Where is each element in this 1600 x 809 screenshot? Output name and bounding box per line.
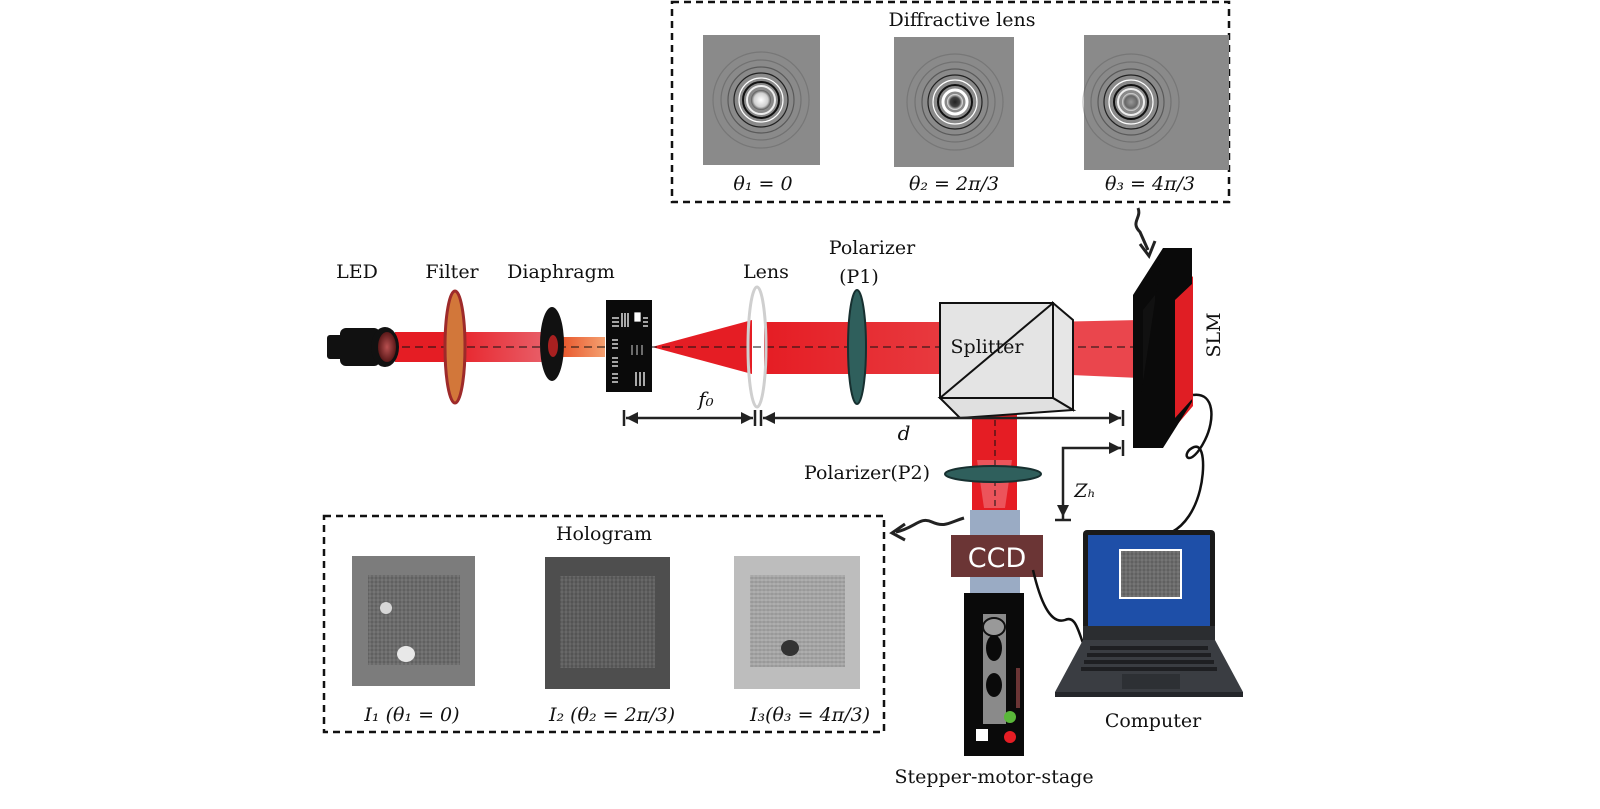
f0-dimension [622, 410, 757, 426]
slm-label: SLM [1203, 312, 1225, 357]
stepper-motor-stage [964, 593, 1024, 756]
hologram-panel: Hologram I₁ (θ₁ = 0) I₂ (θ₂ = 2π/3) I₃(θ… [322, 514, 886, 734]
resolution-target [606, 300, 652, 392]
lens-center-mid [1122, 93, 1140, 111]
diffractive-lens-label-2: θ₂ = 2π/3 [909, 173, 999, 195]
polarizer-p1-label-line2: (P1) [839, 266, 879, 288]
polarizer-p2-label: Polarizer(P2) [804, 462, 930, 484]
led-label: LED [336, 261, 378, 283]
hologram-label-3: I₃(θ₃ = 4π/3) [749, 704, 870, 726]
green-indicator-icon [1004, 711, 1016, 723]
ccd-camera [951, 510, 1043, 593]
arrowhead-icon [889, 522, 906, 542]
diffractive-lens-label-3: θ₃ = 4π/3 [1105, 173, 1195, 195]
computer-laptop [1055, 530, 1243, 697]
diffractive-lens-panel: Diffractive lens θ₁ = 0 [670, 0, 1231, 204]
f0-label: f₀ [696, 387, 713, 411]
led-source [327, 327, 399, 367]
zh-dimension [1055, 440, 1125, 522]
splitter-label: Splitter [951, 336, 1025, 358]
beam-splitter [937, 300, 1077, 420]
ccd-to-hologram-arrow [895, 516, 965, 534]
lens-label: Lens [743, 261, 789, 283]
filter-label: Filter [425, 261, 479, 283]
lens-center-dark [947, 94, 963, 110]
ccd-cable [1031, 569, 1085, 644]
slm-cable [1171, 393, 1213, 534]
diffractive-lens-title: Diffractive lens [889, 9, 1036, 31]
stage-button [976, 729, 988, 741]
panel-border [322, 514, 886, 734]
stage-label: Stepper-motor-stage [894, 766, 1093, 788]
diffractive-lens-image-2 [894, 37, 1014, 167]
panel-to-slm-arrow [1134, 207, 1150, 251]
d-dimension [759, 410, 1125, 426]
hologram-title: Hologram [556, 523, 652, 545]
arrowhead-icon [1138, 240, 1157, 260]
hologram-label-2: I₂ (θ₂ = 2π/3) [548, 704, 675, 726]
polarizer-p1-label-line1: Polarizer [829, 237, 916, 259]
polarizer-p2 [944, 465, 1042, 483]
hologram-label-1: I₁ (θ₁ = 0) [363, 704, 459, 726]
lens-center-bright [751, 90, 771, 110]
hologram-image-3 [734, 556, 860, 689]
hologram-image-1 [352, 556, 475, 686]
computer-label: Computer [1105, 710, 1202, 732]
diaphragm-label: Diaphragm [507, 261, 615, 283]
red-indicator-icon [1004, 731, 1016, 743]
slm-device [1133, 248, 1193, 448]
diffractive-lens-image-3 [1082, 35, 1229, 170]
filter [443, 289, 467, 405]
polarizer-p1 [847, 289, 867, 405]
hologram-image-2 [545, 557, 670, 689]
lens [746, 285, 768, 409]
diffractive-lens-image-1 [703, 35, 820, 165]
diaphragm [540, 307, 564, 381]
ccd-label: CCD [968, 543, 1027, 574]
zh-label: Zₕ [1073, 480, 1095, 502]
panel-border [670, 0, 1231, 204]
diffractive-lens-label-1: θ₁ = 0 [733, 173, 792, 195]
d-label: d [898, 421, 911, 445]
